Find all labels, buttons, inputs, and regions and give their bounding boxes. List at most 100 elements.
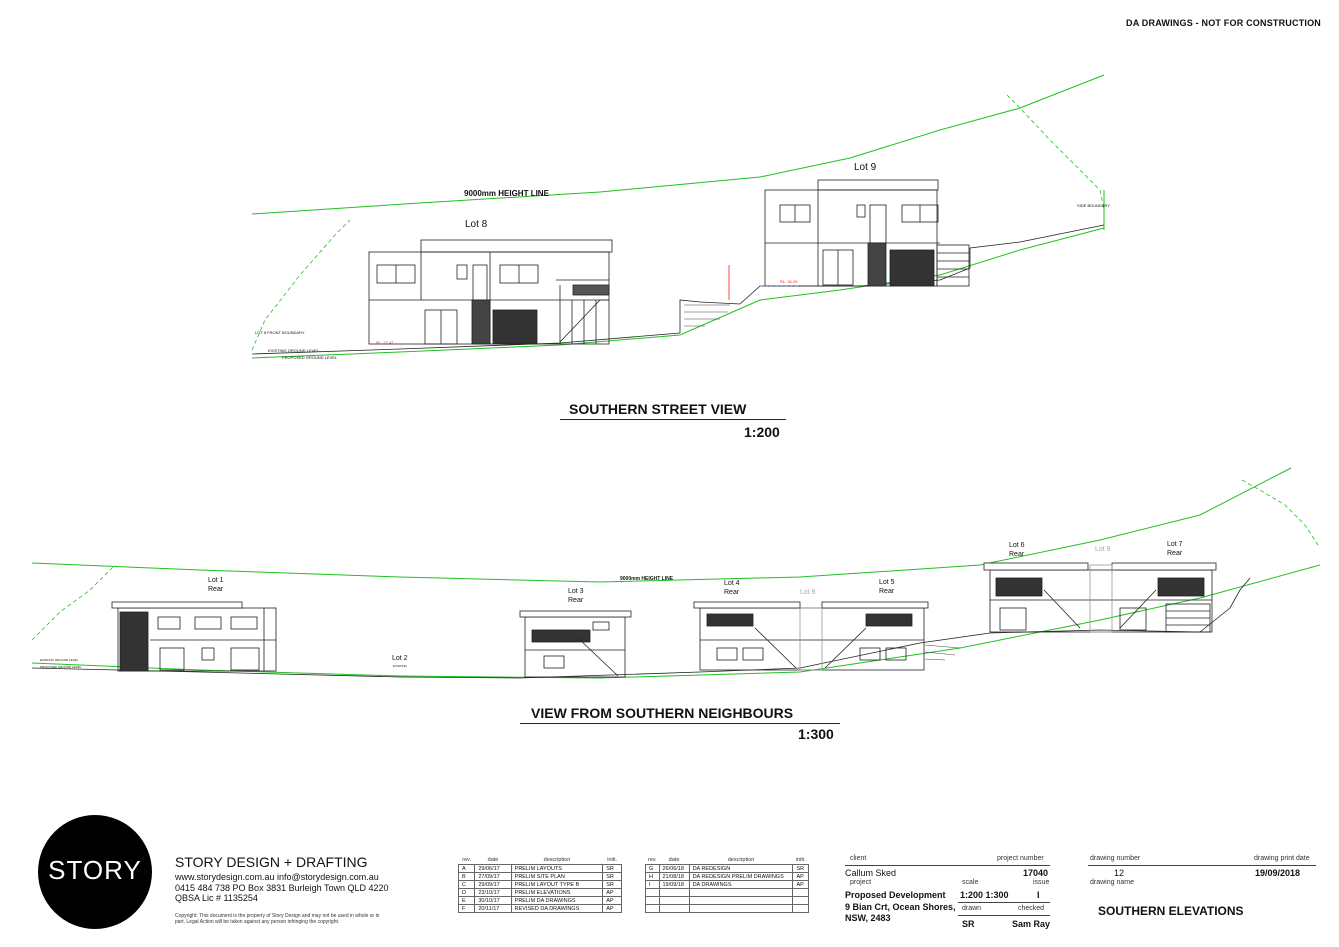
street-height-line-label: 9000mm HEIGHT LINE bbox=[464, 189, 550, 198]
revision-row bbox=[645, 888, 809, 897]
title-block-rule bbox=[1088, 865, 1316, 866]
rev-cell: I bbox=[645, 880, 660, 889]
date-cell: 29/09/17 bbox=[474, 880, 512, 889]
title-block-rule bbox=[845, 865, 1050, 866]
neighbours-view-drawing bbox=[31, 467, 1321, 679]
client-value: Callum Sked bbox=[845, 868, 897, 878]
date-cell bbox=[658, 904, 690, 913]
date-cell: 27/09/17 bbox=[474, 872, 512, 881]
description-cell: PRELIM SITE PLAN bbox=[510, 872, 604, 881]
description-cell: PRELIM LAYOUT TYPE B bbox=[510, 880, 604, 889]
initials-header: initi. bbox=[607, 856, 618, 863]
street-view-title: SOUTHERN STREET VIEW bbox=[569, 401, 747, 417]
copyright-notice: Copyright: This document is the property… bbox=[175, 913, 380, 925]
initials-cell bbox=[792, 888, 809, 897]
project-label: project bbox=[850, 879, 872, 886]
description-header: description bbox=[727, 856, 755, 863]
date-cell: 30/10/17 bbox=[474, 896, 512, 905]
project-name: Proposed Development bbox=[845, 890, 946, 900]
rev-header: rev. bbox=[647, 856, 657, 863]
rl-lot9: RL: 26.29 bbox=[780, 279, 798, 284]
rev-cell bbox=[645, 896, 660, 905]
description-cell: PRELIM DA DRAWINGS bbox=[510, 896, 604, 905]
drawing-name-value: SOUTHERN ELEVATIONS bbox=[1098, 904, 1244, 918]
street-lot8-label: Lot 8 bbox=[465, 219, 488, 230]
title-block-rule bbox=[958, 915, 1050, 916]
lot2-label: Lot 2 bbox=[392, 655, 408, 662]
revision-row bbox=[645, 896, 809, 905]
company-phone-address: 0415 484 738 PO Box 3831 Burleigh Town Q… bbox=[175, 883, 389, 893]
street-view-title-rule bbox=[560, 419, 786, 420]
drawing-name-label: drawing name bbox=[1090, 879, 1134, 886]
issue-value: I bbox=[1037, 890, 1040, 900]
description-cell: PRELIM ELEVATIONS bbox=[510, 888, 604, 897]
rev-cell: H bbox=[645, 872, 660, 881]
date-cell bbox=[658, 896, 690, 905]
initials-cell bbox=[792, 896, 809, 905]
date-header: date bbox=[487, 856, 499, 863]
neighbours-proposed-ground-label: PROPOSED GROUND LEVEL bbox=[40, 665, 82, 669]
street-existing-ground-label: EXISTING GROUND LEVEL bbox=[268, 348, 320, 353]
company-logo: STORY bbox=[38, 815, 152, 929]
drawn-label: drawn bbox=[962, 905, 982, 912]
initials-header: initi. bbox=[795, 856, 806, 863]
project-number-label: project number bbox=[997, 855, 1044, 862]
neighbours-view-title: VIEW FROM SOUTHERN NEIGHBOURS bbox=[531, 705, 794, 721]
initials-cell: AP bbox=[602, 904, 622, 913]
project-address-2: NSW, 2483 bbox=[845, 913, 891, 923]
street-proposed-ground-label: PROPOSED GROUND LEVEL bbox=[282, 355, 338, 360]
description-cell: DA DRAWINGS bbox=[688, 880, 794, 889]
company-qbsa: QBSA Lic # 1135254 bbox=[175, 893, 258, 903]
date-cell: 26/06/18 bbox=[658, 864, 690, 873]
rev-cell: C bbox=[457, 880, 476, 889]
lot6-label: Lot 6 bbox=[1009, 542, 1025, 549]
description-cell: PRELIM LAYOUTS bbox=[510, 864, 604, 873]
drawing-number-label: drawing number bbox=[1090, 855, 1141, 862]
street-view-drawing bbox=[251, 74, 1105, 359]
lot9-ghost-label: Lot 9 bbox=[1095, 546, 1111, 553]
checked-value: Sam Ray bbox=[1012, 919, 1051, 929]
project-number-value: 17040 bbox=[1023, 868, 1049, 878]
project-address-1: 9 Bian Crt, Ocean Shores, bbox=[845, 902, 956, 912]
print-date-value: 19/09/2018 bbox=[1255, 868, 1301, 878]
description-cell: DA REDESIGN bbox=[688, 864, 794, 873]
date-cell: 19/09/18 bbox=[658, 880, 690, 889]
rev-header: rev. bbox=[462, 856, 472, 863]
lot7-label: Lot 7 bbox=[1167, 541, 1183, 548]
lot6-sub: Rear bbox=[1009, 551, 1025, 558]
date-cell: 21/08/18 bbox=[658, 872, 690, 881]
date-cell: 29/06/17 bbox=[474, 864, 512, 873]
neighbours-view-scale: 1:300 bbox=[798, 726, 834, 742]
neighbours-view-title-rule bbox=[520, 723, 840, 724]
date-cell: 20/11/17 bbox=[474, 904, 512, 913]
initials-cell: SR bbox=[602, 872, 622, 881]
description-cell: REVISED DA DRAWINGS bbox=[510, 904, 604, 913]
client-label: client bbox=[850, 855, 867, 862]
lot1-sub: Rear bbox=[208, 586, 224, 593]
street-lot9-label: Lot 9 bbox=[854, 162, 877, 173]
description-cell bbox=[688, 896, 794, 905]
date-cell bbox=[658, 888, 690, 897]
initials-cell: AP bbox=[602, 896, 622, 905]
lot2-sub: EXISTING bbox=[393, 664, 408, 668]
revision-row bbox=[645, 904, 809, 913]
checked-label: checked bbox=[1018, 905, 1045, 912]
print-date-label: drawing print date bbox=[1254, 855, 1310, 862]
rev-cell: D bbox=[457, 888, 476, 897]
rev-cell: B bbox=[457, 872, 476, 881]
company-name: STORY DESIGN + DRAFTING bbox=[175, 854, 368, 870]
rev-cell bbox=[645, 888, 660, 897]
header-note: DA DRAWINGS - NOT FOR CONSTRUCTION bbox=[1126, 18, 1321, 28]
rev-cell: G bbox=[645, 864, 660, 873]
initials-cell: SR bbox=[602, 864, 622, 873]
lot5-sub: Rear bbox=[879, 588, 895, 595]
